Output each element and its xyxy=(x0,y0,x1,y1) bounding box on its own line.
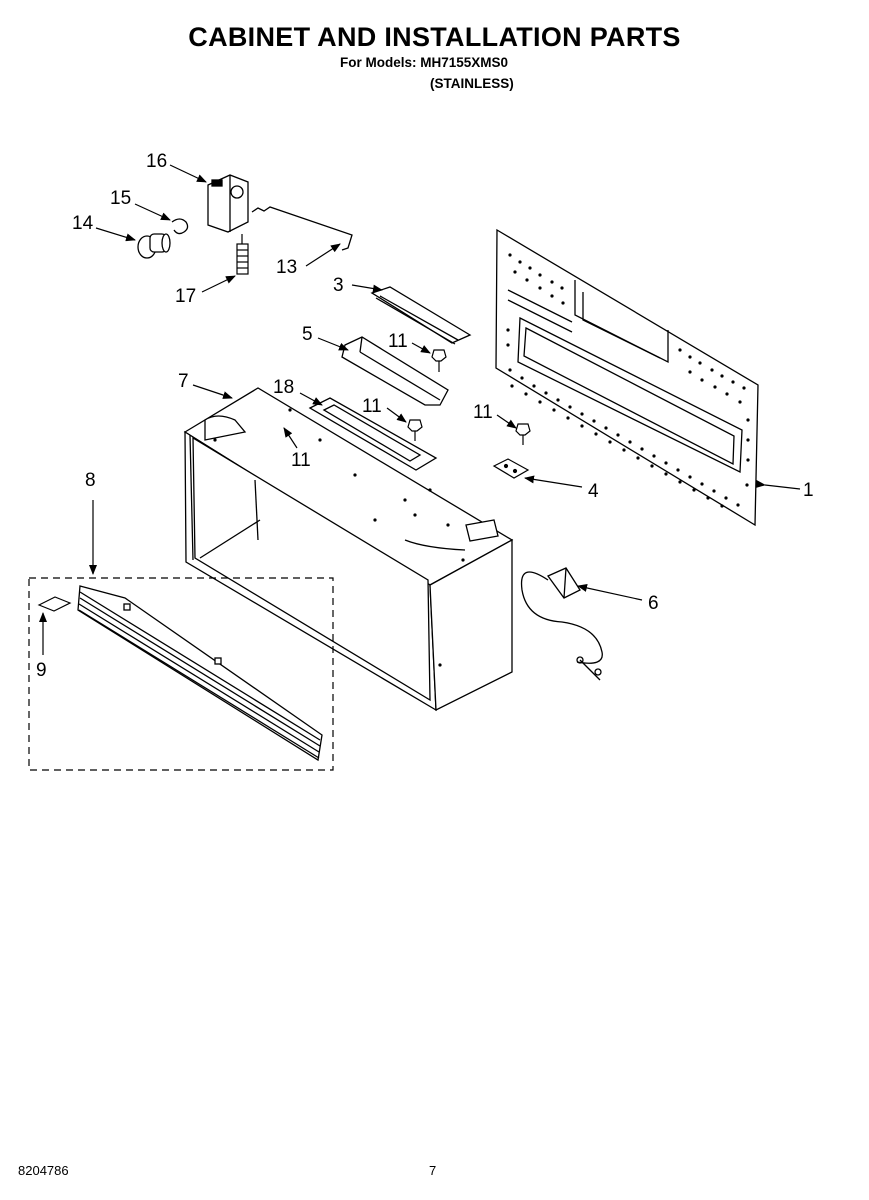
part-power-cord xyxy=(520,567,603,681)
callout-17: 17 xyxy=(175,286,196,307)
callout-8: 8 xyxy=(85,470,96,491)
part-grille-clip xyxy=(37,596,72,612)
part-small-plate xyxy=(492,458,530,479)
part-plug xyxy=(137,233,171,259)
page-title: CABINET AND INSTALLATION PARTS xyxy=(188,22,681,52)
part-cabinet-frame xyxy=(183,387,514,712)
document-number: 8204786 xyxy=(18,1163,69,1178)
part-back-panel xyxy=(495,228,759,527)
callout-1: 1 xyxy=(803,480,814,501)
callout-13: 13 xyxy=(276,257,297,278)
callout-6: 6 xyxy=(648,593,659,614)
part-grille xyxy=(77,585,323,762)
part-bracket xyxy=(207,174,249,233)
part-clip xyxy=(171,218,189,235)
callout-18: 18 xyxy=(273,377,294,398)
part-rail xyxy=(370,286,472,345)
part-wire-rod xyxy=(251,206,353,251)
callout-16: 16 xyxy=(146,151,167,172)
callout-leaders xyxy=(39,164,801,655)
page-number: 7 xyxy=(429,1163,437,1178)
callout-9: 9 xyxy=(36,660,47,681)
callout-5: 5 xyxy=(302,324,313,345)
part-plate xyxy=(308,397,438,471)
callout-11-left: 11 xyxy=(291,450,311,471)
callout-4: 4 xyxy=(588,481,599,502)
callout-15: 15 xyxy=(110,188,131,209)
finish-line: (STAINLESS) xyxy=(430,76,514,91)
callout-7: 7 xyxy=(178,371,189,392)
callout-11-top: 11 xyxy=(388,331,408,352)
part-grille-group xyxy=(28,577,334,771)
callout-3: 3 xyxy=(333,275,344,296)
vent-hole-pattern xyxy=(506,253,750,508)
callout-14: 14 xyxy=(72,213,94,234)
part-spring xyxy=(236,234,249,275)
models-line: For Models: MH7155XMS0 xyxy=(340,55,509,70)
callout-11-right: 11 xyxy=(473,402,493,423)
part-channel-bracket xyxy=(341,336,449,406)
callout-11-mid: 11 xyxy=(362,396,382,417)
